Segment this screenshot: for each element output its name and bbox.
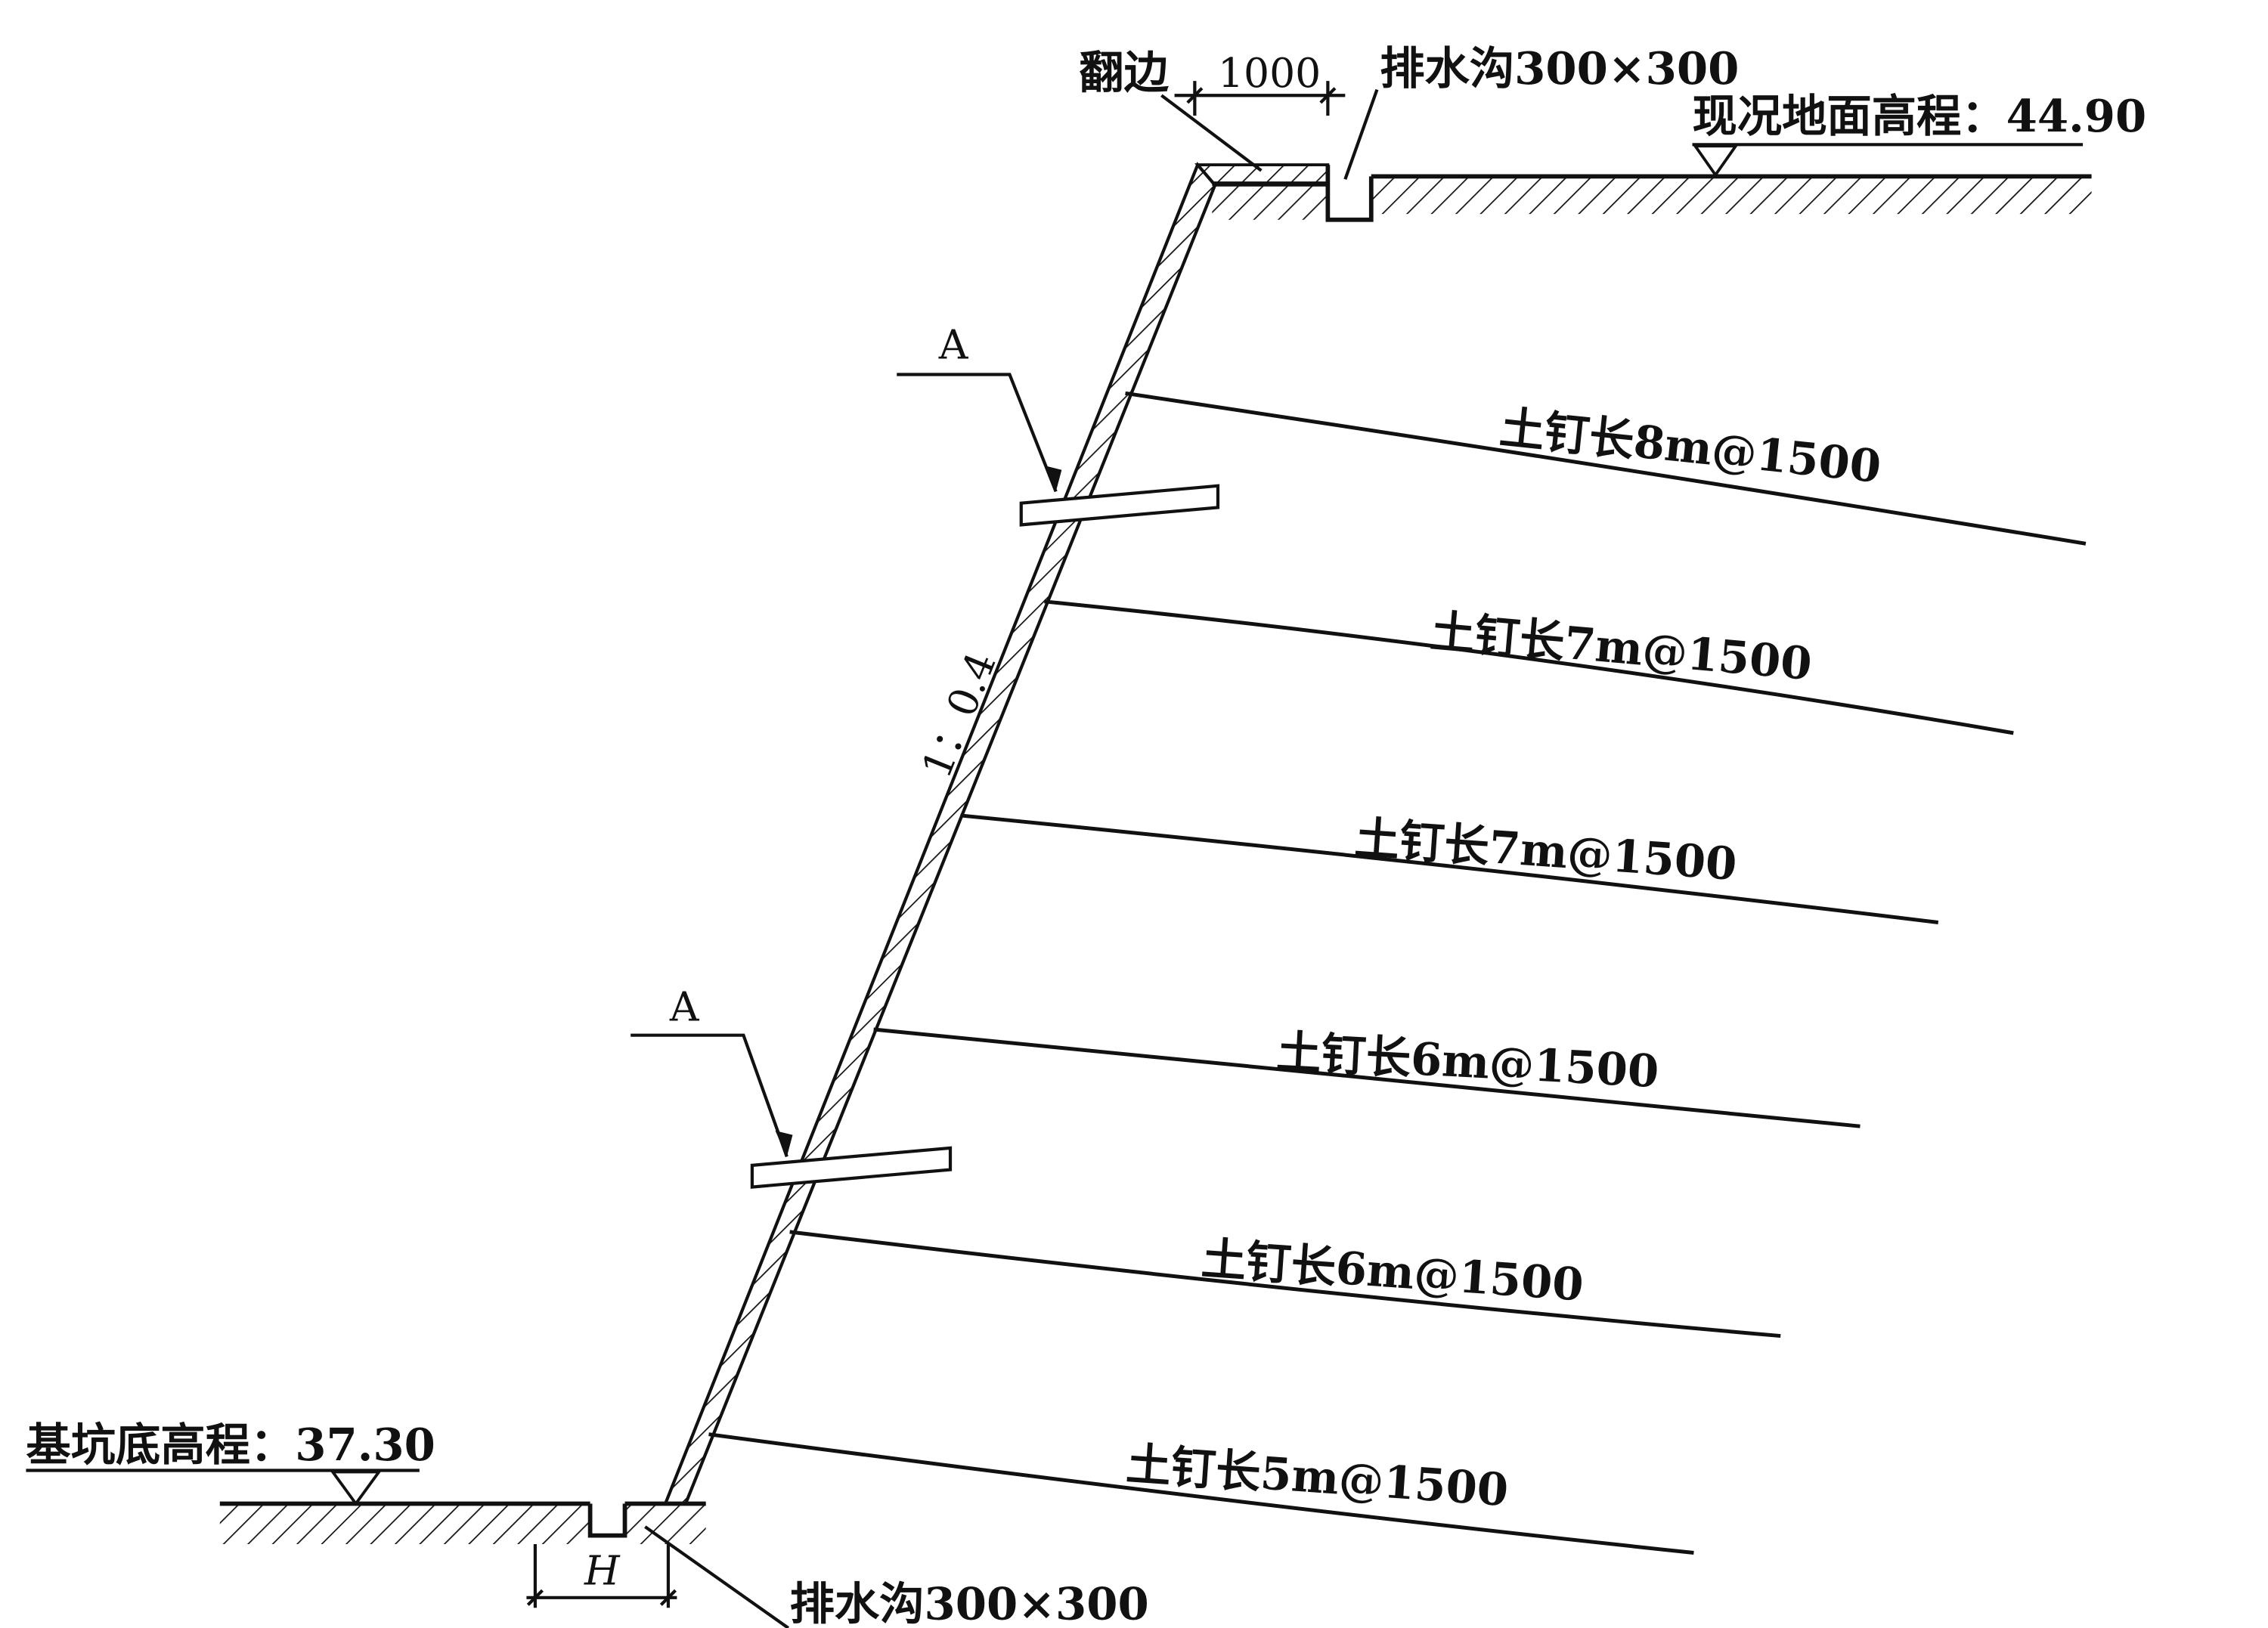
turnover-width-label: 1000 [1218,49,1321,97]
soil-nail-line [1044,599,2014,735]
ground-top-surface [1212,174,2092,220]
pit-elevation-marker [26,1469,420,1506]
soil-nail-line [1125,391,2087,546]
bottom-drain-ditch [587,1503,627,1538]
turnover-label: 翻边 [1079,46,1169,99]
ground-bottom-surface [219,1501,706,1545]
soil-nail-line [789,1230,1781,1339]
pit-elevation-label: 基坑底高程：37.30 [26,1418,435,1471]
section-a-lower [631,1033,953,1189]
labels: 翻边 1000 排水沟300×300 现况地面高程：44.90 A A 1：0.… [26,42,2146,1628]
top-drain-ditch [1325,165,1374,222]
dimension-1000 [1174,81,1346,116]
soil-nail-line [708,1432,1694,1555]
top-drain-label: 排水沟300×300 [1380,42,1739,94]
soil-nails [708,391,2087,1555]
section-a-upper [897,373,1220,527]
ground-elevation-marker [1692,143,2084,178]
soil-nail-line [873,1027,1861,1128]
soil-nail-label: 土钉长5m@1500 [1125,1437,1510,1516]
top-turnover-slab [1194,163,1330,187]
section-mark-upper: A [938,320,969,368]
ground-elevation-label: 现况地面高程：44.90 [1693,89,2147,142]
soil-nail-line [960,813,1939,924]
dimension-h-label: H [584,1547,621,1595]
bottom-drain-leader [644,1525,789,1628]
section-mark-lower: A [669,983,700,1031]
bottom-drain-label: 排水沟300×300 [790,1577,1149,1628]
dimension-h [526,1544,677,1608]
turnover-leader [1160,94,1263,172]
top-drain-leader [1343,88,1379,180]
soil-nail-label: 土钉长7m@1500 [1428,604,1814,690]
soil-nail-label: 土钉长6m@1500 [1275,1025,1660,1097]
